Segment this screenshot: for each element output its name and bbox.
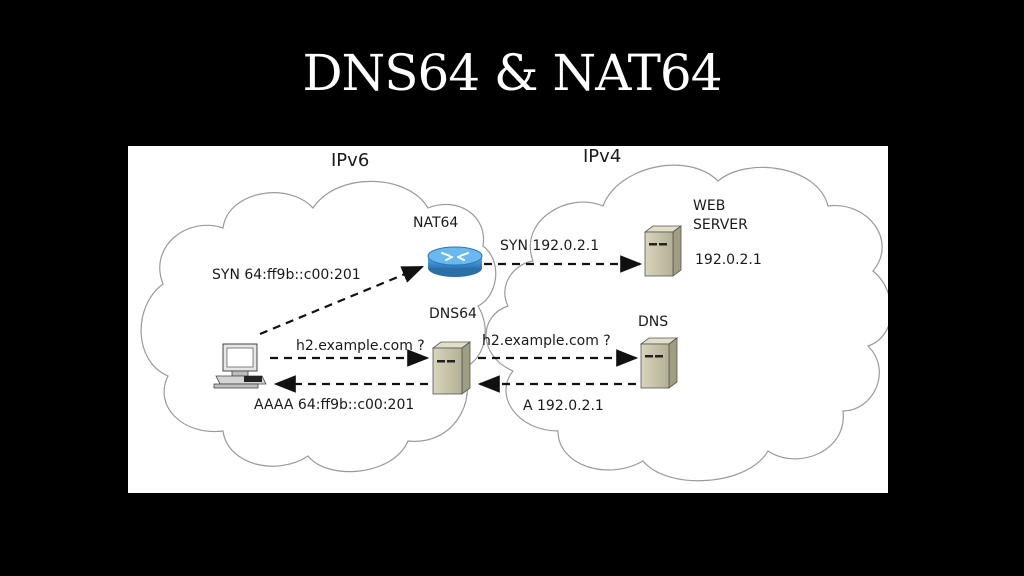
dns-label: DNS [638, 314, 668, 330]
arrow-client-to-nat64 [259, 265, 425, 336]
ipv4-zone-label: IPv4 [583, 146, 621, 167]
dns-server-icon [639, 337, 679, 389]
ipv4-cloud [485, 164, 888, 482]
flow-label-dns64-query: h2.example.com ? [482, 333, 611, 349]
nat64-label: NAT64 [413, 215, 458, 231]
flow-label-client-query: h2.example.com ? [296, 338, 425, 354]
web-server-label-line1: WEB [693, 198, 725, 214]
flow-label-syn-ipv4: SYN 192.0.2.1 [500, 238, 599, 254]
slide-title: DNS64 & NAT64 [302, 44, 722, 102]
web-server-ip: 192.0.2.1 [695, 252, 762, 268]
flow-label-aaaa-record: AAAA 64:ff9b::c00:201 [254, 397, 414, 413]
dns64-label: DNS64 [429, 306, 477, 322]
web-server-icon [643, 225, 683, 277]
network-diagram: IPv6 IPv4 NAT64 DNS64 [128, 146, 888, 493]
ipv6-zone-label: IPv6 [331, 150, 369, 171]
client-computer-icon [213, 343, 267, 389]
flow-label-a-record: A 192.0.2.1 [523, 398, 604, 414]
dns64-server-icon [431, 341, 472, 395]
ipv6-cloud [140, 180, 497, 473]
flow-label-syn-ipv6: SYN 64:ff9b::c00:201 [212, 267, 361, 283]
nat64-router-icon [427, 246, 483, 277]
web-server-label-line2: SERVER [693, 217, 748, 233]
